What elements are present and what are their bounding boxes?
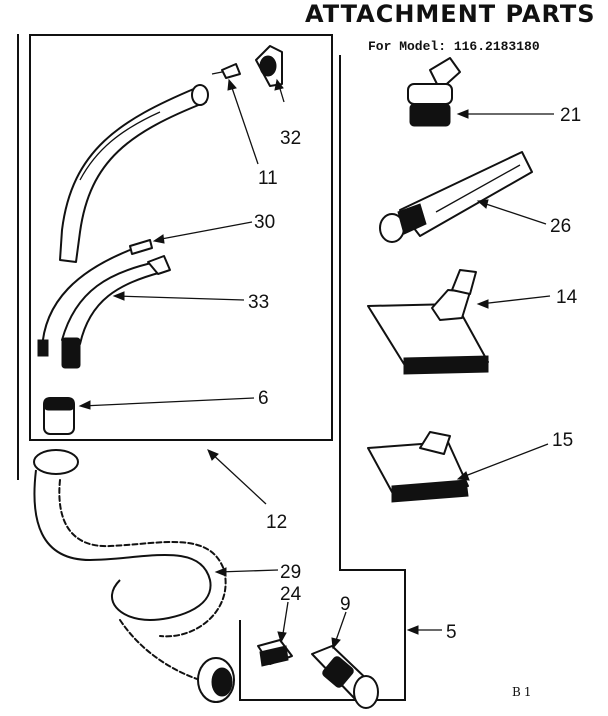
hose-assembly-box	[29, 34, 333, 441]
callout-33: 33	[248, 292, 269, 313]
crevice-tool-part	[379, 151, 533, 243]
floor-tool-part	[367, 269, 489, 375]
curved-wand-part	[59, 84, 209, 263]
callout-26: 26	[550, 216, 571, 237]
model-subtitle: For Model: 116.2183180	[368, 39, 540, 54]
dusting-brush-part	[407, 57, 461, 127]
callout-21: 21	[560, 105, 581, 126]
callout-14: 14	[556, 287, 578, 308]
callout-9: 9	[340, 594, 351, 615]
callout-24: 24	[280, 584, 302, 605]
callout-6: 6	[258, 388, 269, 409]
connector-part	[211, 63, 241, 79]
callout-11: 11	[258, 168, 278, 189]
wire-tip-part	[129, 239, 153, 255]
callout-15: 15	[552, 430, 573, 451]
grip-cover-part	[61, 255, 171, 369]
callout-12: 12	[266, 512, 287, 533]
swivel-part	[43, 397, 75, 435]
outer-frame-outline	[239, 55, 406, 701]
clip-part	[255, 45, 283, 87]
hose-wire	[41, 249, 131, 351]
flexible-hose-part	[33, 449, 235, 703]
leader-lines	[78, 78, 554, 650]
diagram-title: ATTACHMENT PARTS	[305, 0, 596, 28]
rug-tool-part	[367, 431, 469, 503]
hose-clip-part	[257, 639, 293, 667]
callout-30: 30	[254, 212, 275, 233]
callout-32: 32	[280, 128, 301, 149]
callout-5: 5	[446, 622, 457, 643]
page-code: B1	[512, 685, 534, 699]
hose-end-part	[311, 645, 379, 709]
callout-29: 29	[280, 562, 301, 583]
